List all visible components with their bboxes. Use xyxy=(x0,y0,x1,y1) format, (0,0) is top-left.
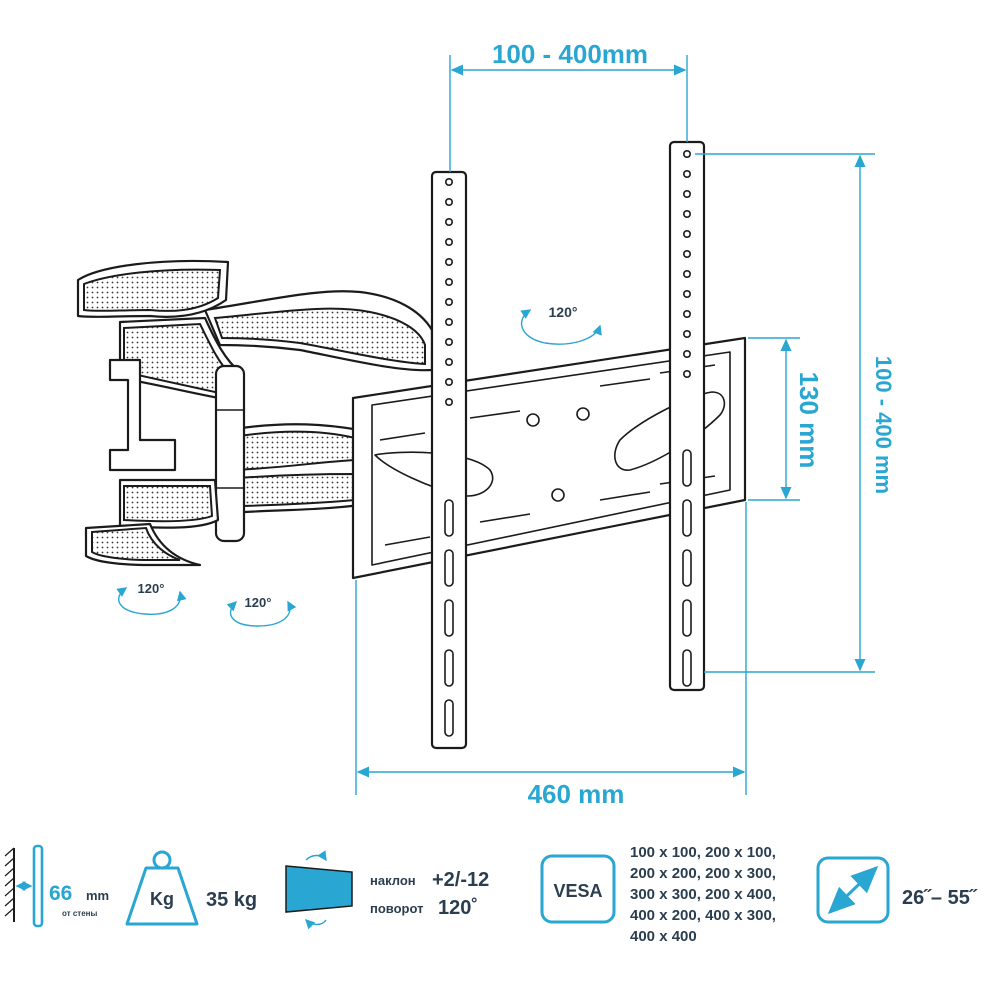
left-vertical-strip xyxy=(430,170,468,750)
inner-height-label: 130 mm xyxy=(794,372,824,469)
vesa-line: 200 x 200, 200 x 300, xyxy=(630,865,776,882)
vesa-icon xyxy=(540,854,616,924)
mount-drawing xyxy=(76,140,747,750)
rotation-indicator-top: 120° xyxy=(520,304,602,345)
weight-icon xyxy=(125,850,199,926)
screen-size-value: 26˝– 55˝ xyxy=(902,887,978,909)
tilt-label: наклон xyxy=(370,873,416,888)
wall-distance-icon xyxy=(4,844,44,928)
vesa-list: 100 x 100, 200 x 100, 200 x 200, 200 x 3… xyxy=(630,844,776,945)
rotation-label-bottom: 120° xyxy=(245,595,272,610)
weight-icon-label: Kg xyxy=(150,889,174,909)
swivel-value: 120˚ xyxy=(438,896,478,919)
wall-distance-unit: mm xyxy=(86,888,109,903)
vesa-icon-label: VESA xyxy=(553,881,602,901)
wall-distance-value: 66 xyxy=(49,882,72,905)
right-height-label: 100 - 400 mm xyxy=(871,356,896,494)
weight-value: 35 kg xyxy=(206,889,257,911)
bottom-width-label: 460 mm xyxy=(528,779,625,809)
wall-distance-caption: от стены xyxy=(62,909,97,918)
rotation-label-left: 120° xyxy=(138,581,165,596)
rotation-indicator-left: 120° xyxy=(116,581,187,615)
swivel-label: поворот xyxy=(370,901,423,916)
tilt-icon xyxy=(285,850,353,930)
vesa-line: 100 x 100, 200 x 100, xyxy=(630,844,776,861)
dimension-lines xyxy=(355,55,875,795)
vesa-line: 300 x 300, 200 x 400, xyxy=(630,886,776,903)
screen-size-icon xyxy=(816,856,890,924)
tilt-value: +2/-12 xyxy=(432,869,489,891)
top-width-label: 100 - 400mm xyxy=(492,39,648,69)
rotation-indicator-bottom: 120° xyxy=(226,595,297,627)
vesa-line: 400 x 400 xyxy=(630,928,697,945)
right-vertical-strip xyxy=(668,140,706,692)
rotation-label-top: 120° xyxy=(549,304,578,320)
vesa-line: 400 x 200, 400 x 300, xyxy=(630,907,776,924)
